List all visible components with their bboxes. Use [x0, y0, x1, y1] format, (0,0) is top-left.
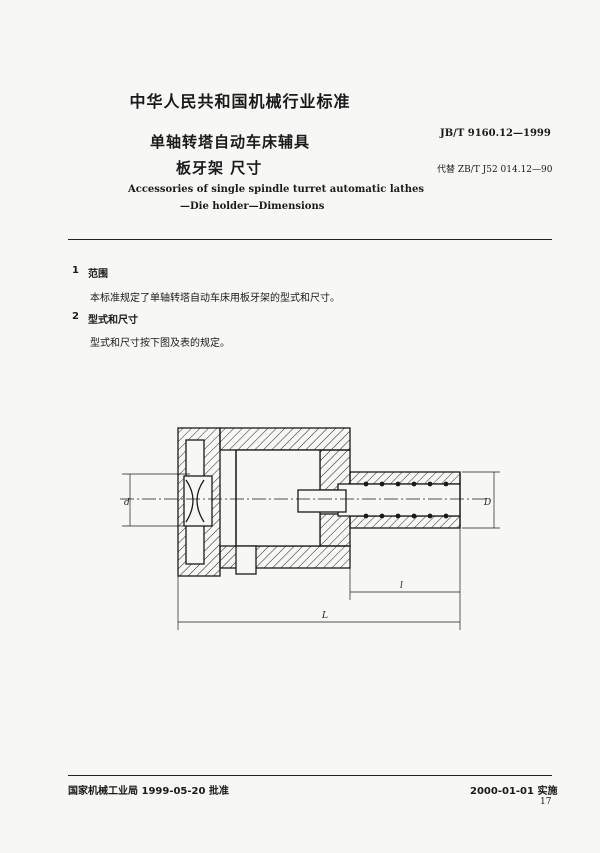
section-1-number: 1 [72, 265, 79, 276]
section-2-title: 型式和尺寸 [88, 315, 138, 326]
section-1-title: 范围 [88, 269, 108, 280]
document-subtitle-cn: 板牙架 尺寸 [176, 159, 263, 177]
body-top-wall [219, 427, 351, 451]
page-number: 17 [540, 797, 552, 807]
document-title-en: Accessories of single spindle turret aut… [128, 184, 425, 195]
document-title-cn: 单轴转塔自动车床辅具 [150, 133, 311, 151]
implementation-date: 2000-01-01 实施 [470, 786, 558, 797]
standard-number: JB/T 9160.12—1999 [440, 128, 551, 139]
approval-info: 国家机械工业局 1999-05-20 批准 [68, 786, 229, 797]
label-d: d [124, 498, 130, 508]
section-2-number: 2 [72, 311, 79, 322]
header-divider [68, 239, 552, 240]
spring-coils [363, 481, 449, 519]
standard-category: 中华人民共和国机械行业标准 [129, 92, 351, 111]
document-subtitle-en: —Die holder—Dimensions [180, 201, 325, 212]
replaces-standard: 代替 ZB/T J52 014.12—90 [437, 165, 553, 175]
label-D: D [483, 498, 491, 508]
label-l: l [400, 581, 403, 591]
guide-pin [297, 489, 347, 513]
section-1-text: 本标准规定了单轴转塔自动车床用板牙架的型式和尺寸。 [90, 293, 340, 304]
section-2-text: 型式和尺寸按下图及表的规定。 [90, 338, 230, 349]
label-L: L [321, 611, 328, 621]
footer-divider [68, 775, 552, 776]
